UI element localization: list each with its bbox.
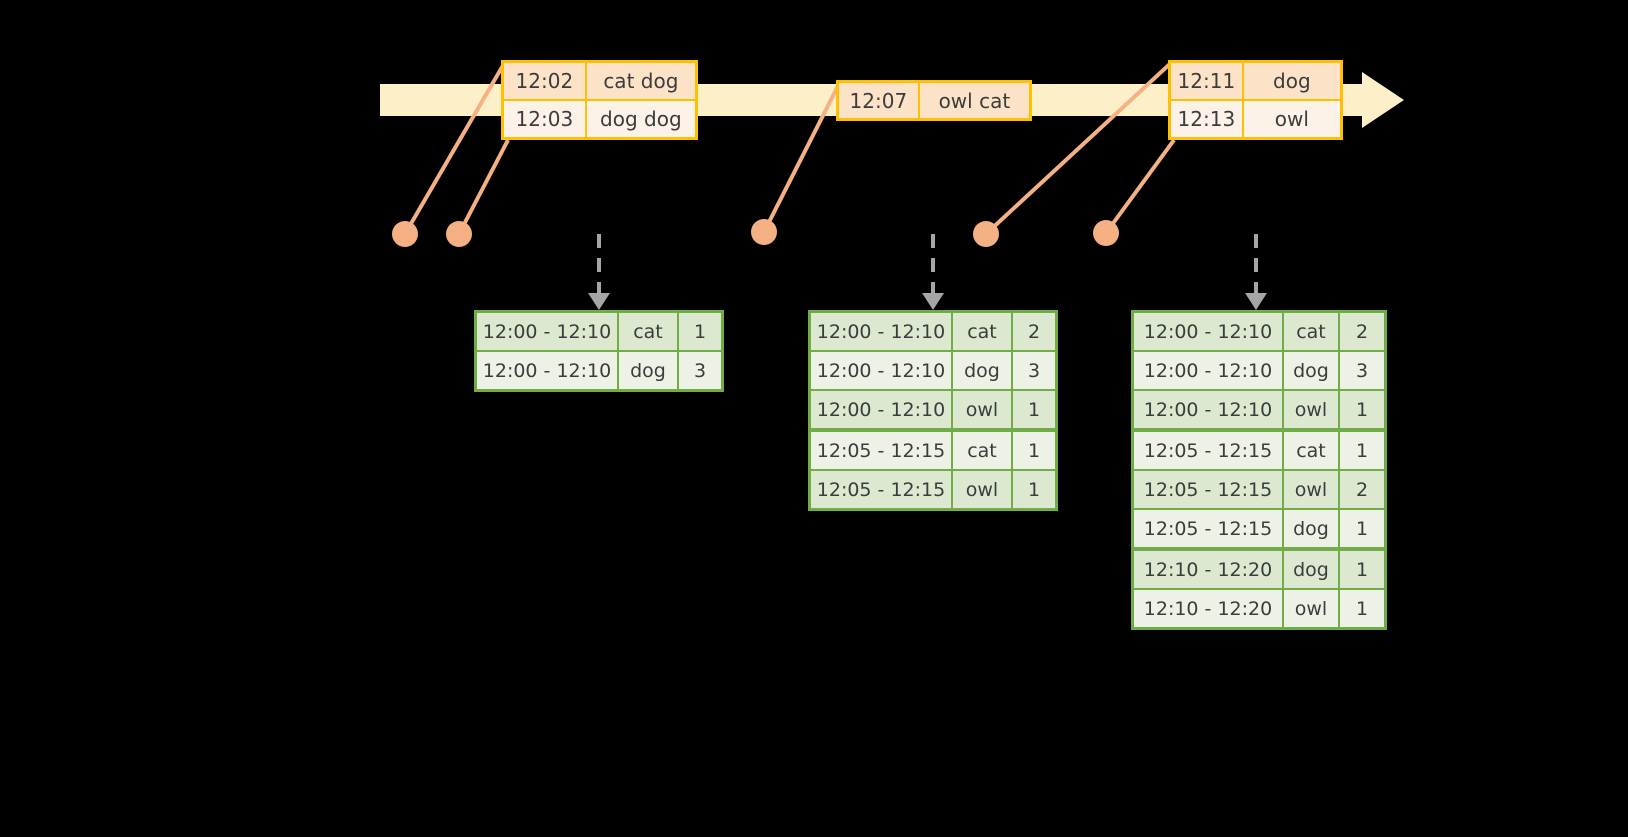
window-cell: 12:00 - 12:10 xyxy=(1134,391,1284,428)
event-row: 12:11 dog xyxy=(1171,63,1340,99)
flow-arrow-shaft xyxy=(597,234,601,296)
window-cell: 12:00 - 12:10 xyxy=(477,352,619,389)
window-cell: 12:00 - 12:10 xyxy=(1134,352,1284,389)
flow-arrow-head-icon xyxy=(922,293,944,310)
count-cell: 1 xyxy=(679,313,721,350)
word-cell: cat xyxy=(619,313,679,350)
count-cell: 1 xyxy=(1340,510,1384,547)
event-row: 12:02 cat dog xyxy=(504,63,695,99)
count-cell: 2 xyxy=(1340,313,1384,350)
window-cell: 12:00 - 12:10 xyxy=(1134,313,1284,350)
event-words: dog dog xyxy=(586,101,695,137)
flow-arrow-shaft xyxy=(931,234,935,296)
event-group-1: 12:02 cat dog 12:03 dog dog xyxy=(501,60,698,140)
count-cell: 1 xyxy=(1340,551,1384,588)
connector-dot xyxy=(1093,220,1119,246)
event-time: 12:07 xyxy=(839,83,920,118)
window-cell: 12:10 - 12:20 xyxy=(1134,551,1284,588)
window-cell: 12:05 - 12:15 xyxy=(1134,432,1284,469)
word-cell: dog xyxy=(1284,352,1340,389)
count-cell: 3 xyxy=(1340,352,1384,389)
count-cell: 2 xyxy=(1340,471,1384,508)
event-words: owl cat xyxy=(919,83,1029,118)
count-cell: 1 xyxy=(1340,590,1384,627)
timeline-arrow-icon xyxy=(1362,72,1404,128)
window-cell: 12:05 - 12:15 xyxy=(811,432,953,469)
window-cell: 12:10 - 12:20 xyxy=(1134,590,1284,627)
word-cell: owl xyxy=(1284,590,1340,627)
count-cell: 1 xyxy=(1013,432,1055,469)
event-time: 12:03 xyxy=(504,101,587,137)
window-cell: 12:05 - 12:15 xyxy=(1134,510,1284,547)
count-cell: 1 xyxy=(1013,471,1055,508)
connector-dot xyxy=(973,221,999,247)
event-row: 12:03 dog dog xyxy=(504,99,695,137)
word-cell: dog xyxy=(1284,551,1340,588)
word-cell: dog xyxy=(1284,510,1340,547)
window-cell: 12:05 - 12:15 xyxy=(811,471,953,508)
word-cell: dog xyxy=(619,352,679,389)
count-cell: 2 xyxy=(1013,313,1055,350)
window-cell: 12:00 - 12:10 xyxy=(811,352,953,389)
count-cell: 1 xyxy=(1340,391,1384,428)
count-cell: 1 xyxy=(1340,432,1384,469)
count-cell: 3 xyxy=(679,352,721,389)
event-words: owl xyxy=(1243,101,1340,137)
event-time: 12:02 xyxy=(504,63,587,99)
connector-dot xyxy=(392,221,418,247)
window-cell: 12:00 - 12:10 xyxy=(477,313,619,350)
word-cell: cat xyxy=(953,313,1013,350)
word-cell: cat xyxy=(1284,313,1340,350)
event-time: 12:11 xyxy=(1171,63,1244,99)
count-cell: 3 xyxy=(1013,352,1055,389)
event-time: 12:13 xyxy=(1171,101,1244,137)
event-row: 12:07 owl cat xyxy=(839,83,1029,118)
flow-arrow-head-icon xyxy=(1245,293,1267,310)
word-cell: owl xyxy=(953,391,1013,428)
flow-arrow-head-icon xyxy=(588,293,610,310)
word-cell: owl xyxy=(1284,471,1340,508)
word-cell: owl xyxy=(953,471,1013,508)
connector-dot xyxy=(751,219,777,245)
window-cell: 12:00 - 12:10 xyxy=(811,313,953,350)
event-group-2: 12:07 owl cat xyxy=(836,80,1032,121)
count-cell: 1 xyxy=(1013,391,1055,428)
word-cell: cat xyxy=(1284,432,1340,469)
event-words: dog xyxy=(1243,63,1340,99)
event-group-3: 12:11 dog 12:13 owl xyxy=(1168,60,1343,140)
connector-dot xyxy=(446,221,472,247)
word-cell: cat xyxy=(953,432,1013,469)
event-words: cat dog xyxy=(586,63,695,99)
window-cell: 12:00 - 12:10 xyxy=(811,391,953,428)
event-row: 12:13 owl xyxy=(1171,99,1340,137)
word-cell: owl xyxy=(1284,391,1340,428)
word-cell: dog xyxy=(953,352,1013,389)
flow-arrow-shaft xyxy=(1254,234,1258,296)
window-cell: 12:05 - 12:15 xyxy=(1134,471,1284,508)
